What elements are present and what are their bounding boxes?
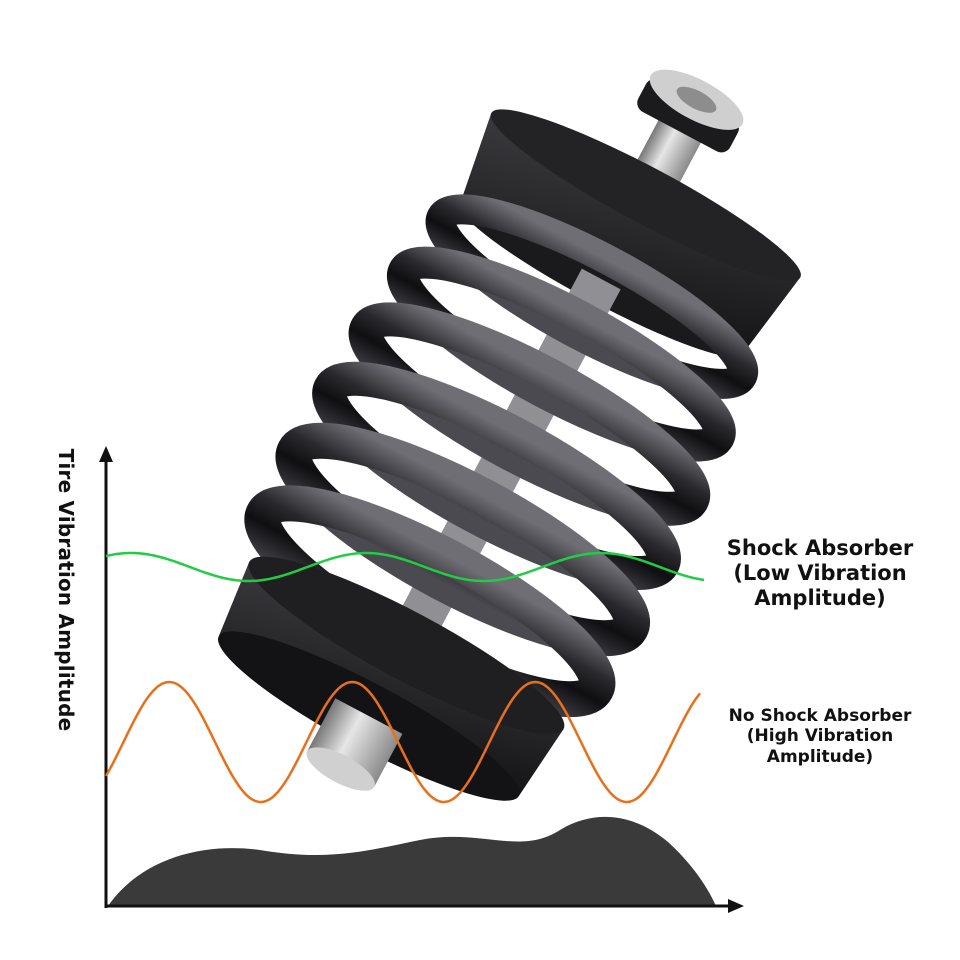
legend-shock-absorber: Shock Absorber (Low Vibration Amplitude) [700,536,940,612]
legend-line: Shock Absorber [726,536,914,560]
x-axis-arrow-icon [728,899,744,913]
legend-line: (Low Vibration [733,561,907,586]
coilover-shock-absorber-icon [218,69,801,801]
legend-line: No Shock Absorber [728,706,912,726]
legend-line: (High Vibration [746,726,894,747]
high-vibration-wave [104,680,701,804]
terrain-icon [108,816,716,906]
y-axis-label: Tire Vibration Amplitude [54,448,78,732]
low-vibration-wave [105,551,705,583]
y-axis-arrow-icon [99,446,113,462]
chart-axes [99,446,744,913]
legend-line: Amplitude) [766,746,874,767]
legend-line: Amplitude) [754,586,886,611]
coil-spring [244,194,759,718]
legend-no-shock-absorber: No Shock Absorber (High Vibration Amplit… [705,706,935,767]
